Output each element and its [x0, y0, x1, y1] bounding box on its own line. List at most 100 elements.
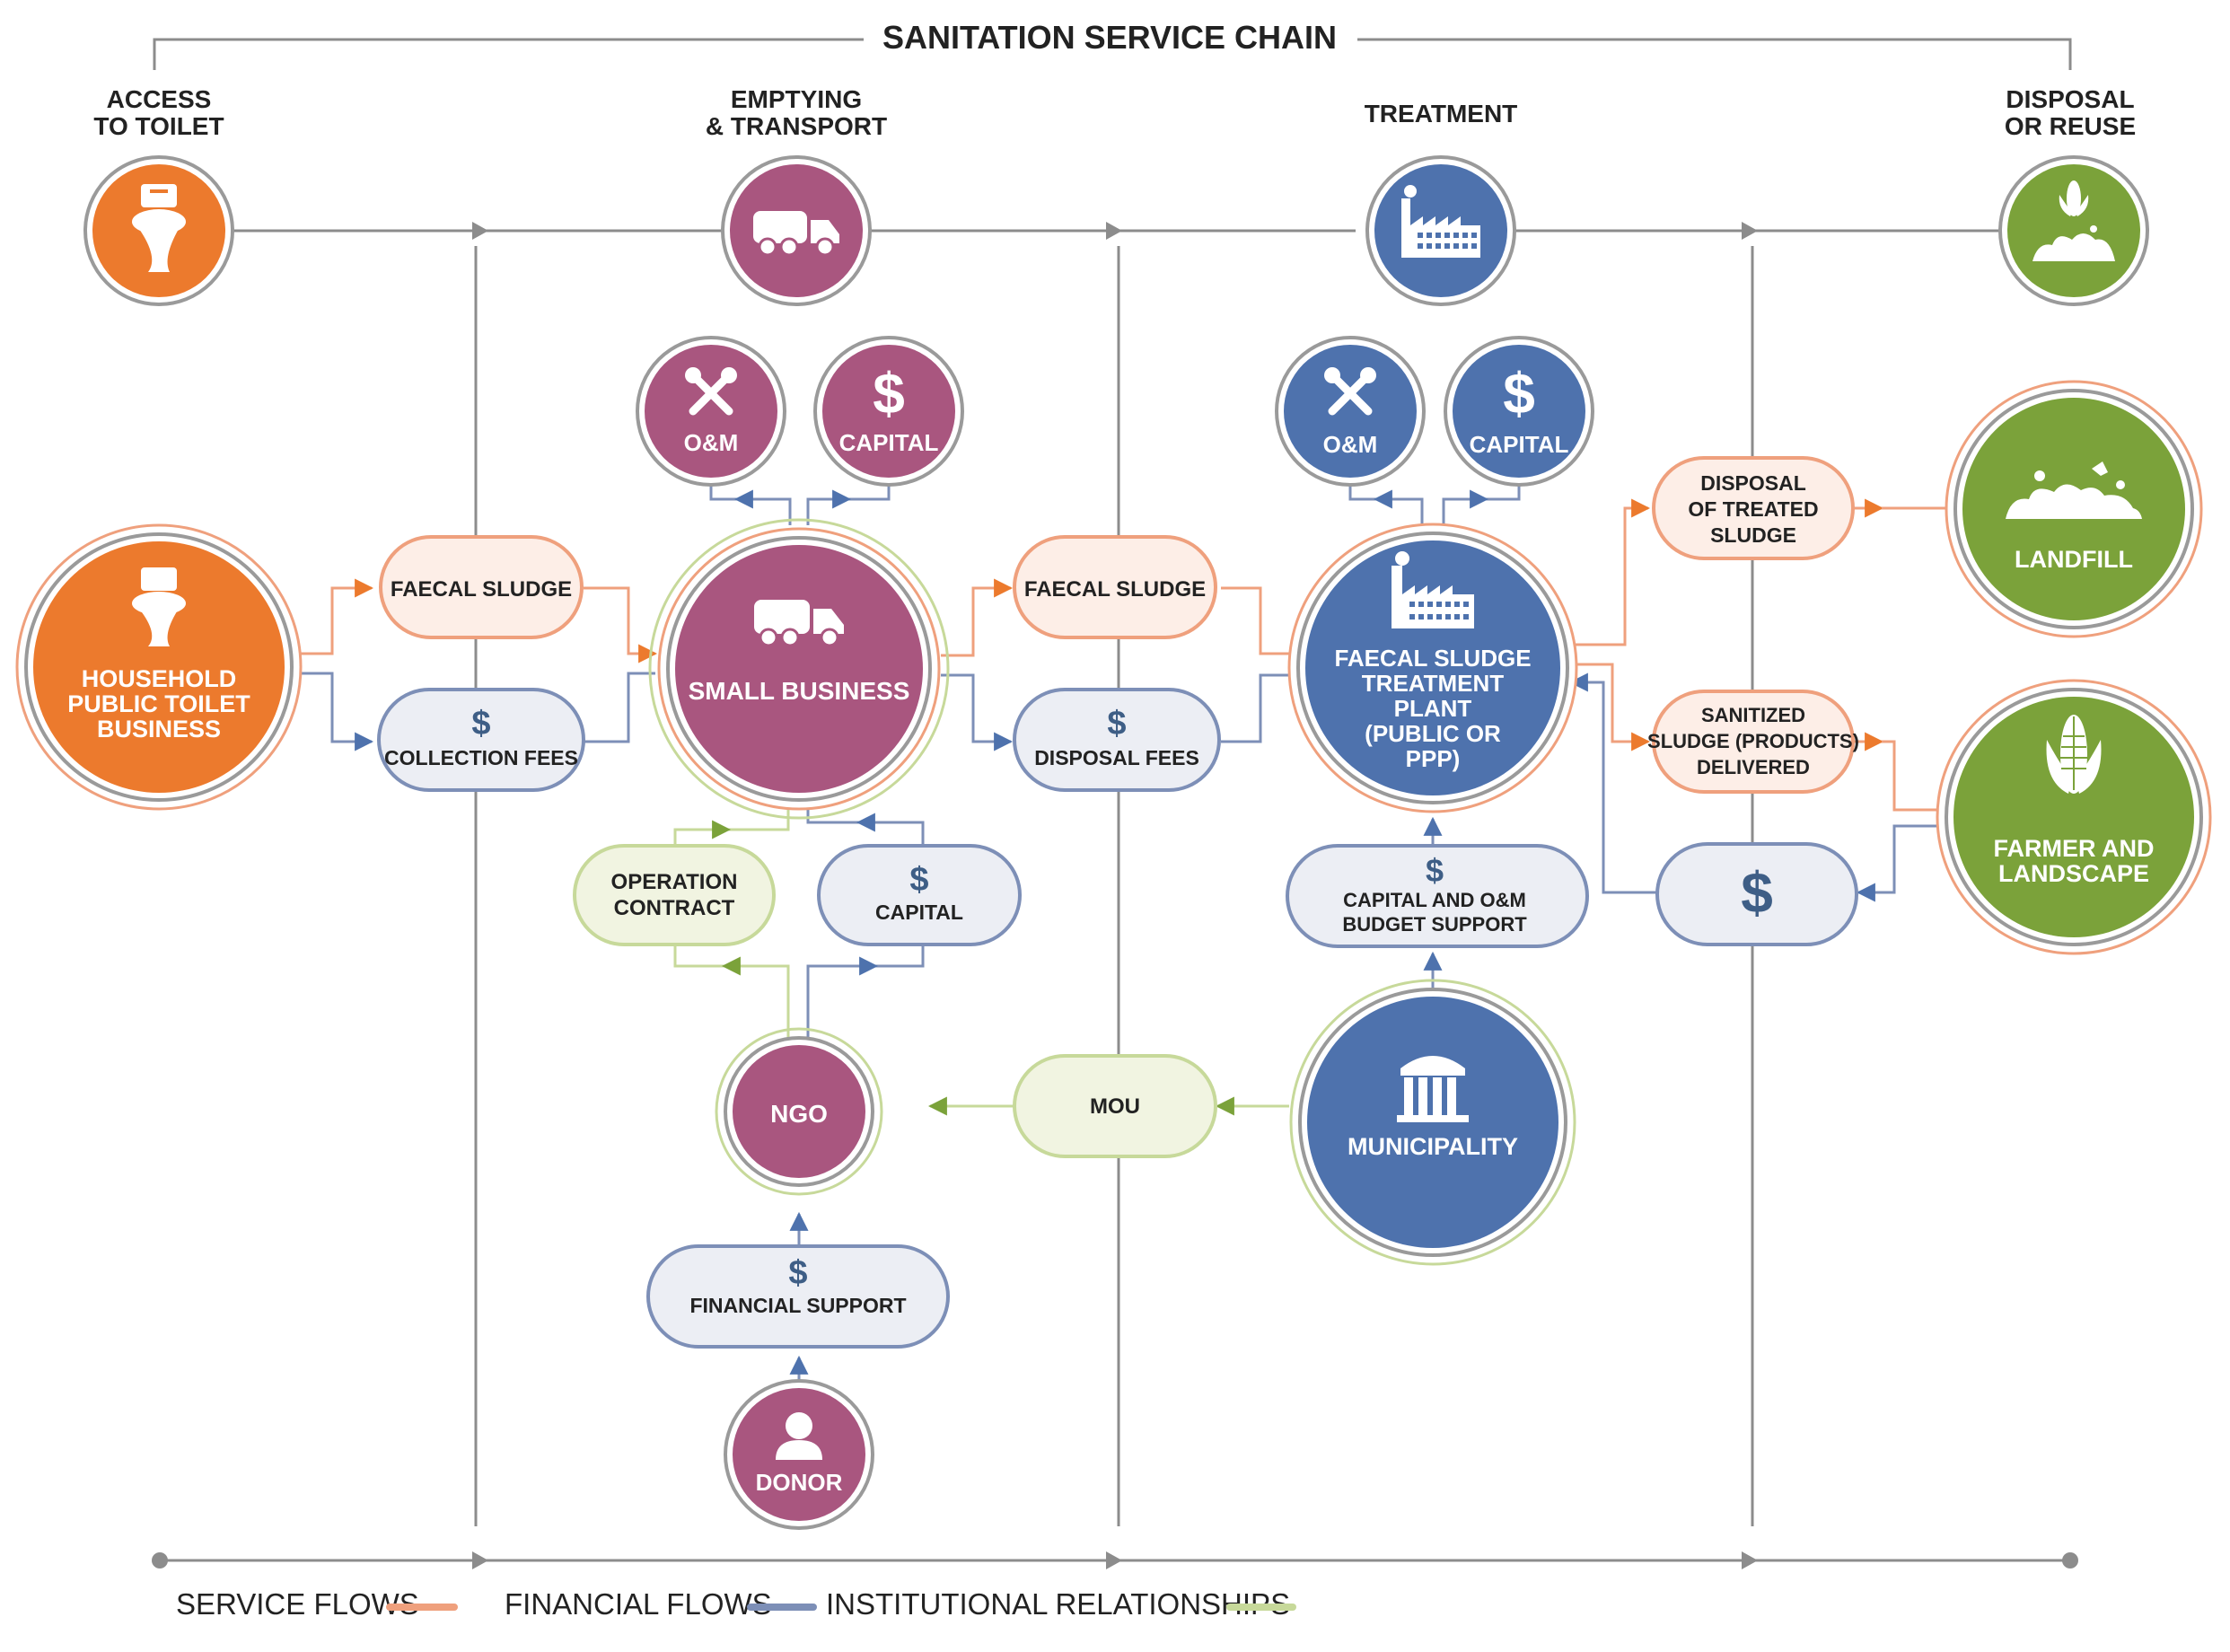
- pill-disposal-treated-line2: OF TREATED: [1688, 497, 1818, 521]
- node-fstp-line1: FAECAL SLUDGE: [1334, 645, 1531, 672]
- node-fstp-line2: TREATMENT: [1362, 670, 1505, 697]
- landfill-mound-icon: [2006, 461, 2142, 519]
- node-small-business-label: SMALL BUSINESS: [689, 677, 910, 705]
- node-fstp-line4: (PUBLIC OR: [1365, 720, 1501, 747]
- pill-collection-fees: $ COLLECTION FEES: [377, 688, 585, 792]
- node-small-business: SMALL BUSINESS: [648, 518, 950, 820]
- dollar-icon: $: [1426, 852, 1444, 889]
- node-om-emptying-label: O&M: [684, 429, 739, 456]
- node-faecal-sludge-treatment-plant: FAECAL SLUDGE TREATMENT PLANT (PUBLIC OR…: [1287, 523, 1578, 813]
- node-capital-emptying-label: CAPITAL: [839, 429, 939, 456]
- node-farmer-line1: FARMER AND: [1994, 835, 2155, 862]
- node-capital-treatment: $ CAPITAL: [1444, 336, 1594, 487]
- pill-disposal-treated-sludge: DISPOSAL OF TREATED SLUDGE: [1652, 456, 1855, 560]
- pill-operation-contract: OPERATION CONTRACT: [573, 844, 776, 946]
- node-ngo-label: NGO: [770, 1100, 828, 1128]
- pill-mou-label: MOU: [1090, 1094, 1140, 1119]
- legend: SERVICE FLOWS FINANCIAL FLOWS INSTITUTIO…: [176, 1587, 1296, 1621]
- pill-mou: MOU: [1013, 1054, 1217, 1158]
- person-icon: [776, 1412, 822, 1460]
- pill-operation-contract-line1: OPERATION: [611, 870, 738, 894]
- node-om-treatment-label: O&M: [1323, 431, 1378, 458]
- pill-capital-om-budget-support: $ CAPITAL AND O&M BUDGET SUPPORT: [1286, 844, 1589, 948]
- node-household-line2: PUBLIC TOILET: [67, 690, 250, 717]
- node-capital-emptying: $ CAPITAL: [813, 336, 964, 487]
- tools-icon: [1324, 367, 1376, 416]
- stage-disposal-line2: OR REUSE: [2005, 112, 2136, 140]
- pill-sanitized-line3: DELIVERED: [1697, 756, 1810, 778]
- frame-lines: [152, 38, 2078, 1569]
- toilet-icon: [132, 184, 186, 272]
- stage-icon-access: [83, 155, 234, 306]
- node-municipality: MUNICIPALITY: [1289, 979, 1576, 1266]
- dollar-icon: $: [909, 861, 928, 899]
- pill-disposal-treated-line1: DISPOSAL: [1700, 471, 1806, 495]
- node-donor-label: DONOR: [756, 1469, 843, 1496]
- node-farmer-landscape: FARMER AND LANDSCAPE: [1936, 679, 2212, 955]
- stage-access-line2: TO TOILET: [93, 112, 224, 140]
- legend-financial-flows-label: FINANCIAL FLOWS: [505, 1587, 772, 1621]
- stage-icon-emptying: [721, 155, 872, 306]
- pill-disposal-fees: $ DISPOSAL FEES: [1013, 688, 1221, 792]
- legend-service-flows-label: SERVICE FLOWS: [176, 1587, 419, 1621]
- dollar-icon: $: [1107, 705, 1126, 743]
- stage-emptying-line1: EMPTYING: [731, 85, 862, 113]
- flow-lines: [294, 483, 1957, 1419]
- stage-treatment: TREATMENT: [1365, 100, 1518, 127]
- node-household: HOUSEHOLD PUBLIC TOILET BUSINESS: [15, 523, 303, 811]
- tools-icon: [685, 367, 737, 416]
- dollar-icon: $: [1741, 860, 1773, 925]
- toilet-icon: [132, 567, 186, 646]
- pill-disposal-fees-label: DISPOSAL FEES: [1034, 746, 1199, 769]
- factory-icon: [1392, 551, 1474, 628]
- node-ngo: NGO: [715, 1027, 883, 1196]
- building-icon: [1397, 1056, 1469, 1122]
- stage-access-line1: ACCESS: [107, 85, 212, 113]
- pill-faecal-sludge-1: FAECAL SLUDGE: [379, 535, 584, 639]
- node-household-line1: HOUSEHOLD: [82, 665, 237, 692]
- pill-capital: $ CAPITAL: [817, 844, 1022, 946]
- pill-budget-line1: CAPITAL AND O&M: [1343, 889, 1526, 911]
- legend-institutional-label: INSTITUTIONAL RELATIONSHIPS: [826, 1587, 1290, 1621]
- pill-capital-label: CAPITAL: [875, 901, 963, 924]
- node-landfill-label: LANDFILL: [2015, 546, 2133, 573]
- pill-financial-support-label: FINANCIAL SUPPORT: [689, 1294, 906, 1317]
- pill-sanitized-line2: SLUDGE (PRODUCTS): [1647, 730, 1859, 752]
- pill-sanitized-line1: SANITIZED: [1701, 704, 1805, 726]
- node-om-treatment: O&M: [1275, 336, 1426, 487]
- node-municipality-label: MUNICIPALITY: [1348, 1133, 1518, 1160]
- stage-icon-disposal: [1998, 155, 2149, 306]
- factory-icon: [1401, 185, 1480, 258]
- dollar-icon: $: [1503, 361, 1535, 426]
- pill-sanitized-sludge: SANITIZED SLUDGE (PRODUCTS) DELIVERED: [1647, 690, 1859, 794]
- node-capital-treatment-label: CAPITAL: [1470, 431, 1569, 458]
- corn-landscape-icon: [2032, 180, 2115, 261]
- pill-faecal-sludge-2-label: FAECAL SLUDGE: [1024, 577, 1206, 602]
- pill-revenue-dollar: $: [1655, 842, 1858, 946]
- truck-icon: [754, 600, 844, 647]
- pill-faecal-sludge-1-label: FAECAL SLUDGE: [391, 577, 572, 602]
- pill-faecal-sludge-2: FAECAL SLUDGE: [1013, 535, 1217, 639]
- pill-disposal-treated-line3: SLUDGE: [1710, 523, 1796, 547]
- node-farmer-line2: LANDSCAPE: [1998, 860, 2149, 887]
- diagram-title: SANITATION SERVICE CHAIN: [882, 19, 1337, 56]
- stage-emptying-line2: & TRANSPORT: [706, 112, 887, 140]
- stage-disposal-line1: DISPOSAL: [2006, 85, 2134, 113]
- node-fstp-line5: PPP): [1406, 745, 1461, 772]
- pill-financial-support: $ FINANCIAL SUPPORT: [646, 1244, 950, 1349]
- node-om-emptying: O&M: [636, 336, 786, 487]
- node-fstp-line3: PLANT: [1394, 695, 1472, 722]
- dollar-icon: $: [873, 361, 905, 426]
- dollar-icon: $: [471, 705, 490, 743]
- node-household-line3: BUSINESS: [97, 716, 221, 743]
- node-donor: DONOR: [724, 1379, 874, 1530]
- node-landfill: LANDFILL: [1945, 380, 2203, 638]
- pill-budget-line2: BUDGET SUPPORT: [1342, 913, 1527, 936]
- pill-operation-contract-line2: CONTRACT: [614, 896, 735, 920]
- dollar-icon: $: [788, 1254, 807, 1292]
- corn-icon: [2046, 715, 2102, 794]
- truck-icon: [753, 211, 839, 257]
- stage-icon-treatment: [1365, 155, 1516, 306]
